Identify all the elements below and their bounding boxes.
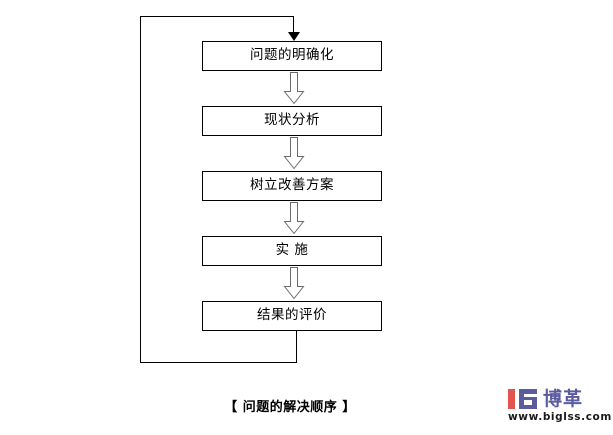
down-arrow-icon-4 (283, 267, 305, 300)
feedback-arrowhead-icon (288, 32, 300, 41)
down-arrow-icon-3 (283, 202, 305, 235)
down-arrow-icon-2 (283, 137, 305, 170)
process-box-step-1[interactable]: 问题的明确化 (202, 41, 382, 71)
diagram-caption: 【 问题的解决顺序 】 (224, 400, 356, 415)
brand-mark-icon (507, 388, 539, 410)
process-box-label: 结果的评价 (257, 307, 327, 324)
feedback-line-top (140, 16, 294, 17)
watermark-logo: 博革 www.biglss.com (507, 387, 612, 429)
process-box-label: 实 施 (275, 242, 309, 259)
feedback-line-bottom (140, 362, 297, 363)
process-box-step-4[interactable]: 实 施 (202, 236, 382, 266)
process-box-label: 现状分析 (264, 112, 320, 129)
process-box-step-2[interactable]: 现状分析 (202, 106, 382, 136)
feedback-line-descend (293, 16, 294, 34)
down-arrow-icon-1 (283, 72, 305, 105)
process-box-label: 问题的明确化 (250, 47, 334, 64)
logo-row: 博革 (507, 387, 583, 411)
process-box-label: 树立改善方案 (250, 177, 334, 194)
brand-url: www.biglss.com (508, 411, 612, 423)
process-box-step-3[interactable]: 树立改善方案 (202, 171, 382, 201)
brand-name: 博革 (543, 387, 584, 410)
feedback-line-exit (296, 331, 297, 363)
feedback-line-left (140, 16, 141, 363)
process-box-step-5[interactable]: 结果的评价 (202, 301, 382, 331)
